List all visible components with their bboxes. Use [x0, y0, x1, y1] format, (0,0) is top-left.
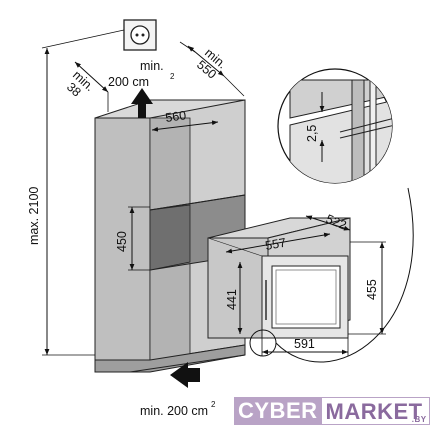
dimension-560 [151, 120, 219, 132]
dimension-455 [348, 241, 386, 335]
label-vent-top-sup: 2 [170, 72, 175, 81]
dimension-522 [305, 215, 351, 231]
label-441: 441 [225, 289, 239, 310]
dimension-591 [261, 338, 349, 356]
label-557: 557 [264, 236, 287, 253]
watermark-logo: CYBER MARKET .BY [234, 397, 430, 425]
label-591: 591 [294, 337, 315, 351]
watermark-market: MARKET .BY [321, 397, 430, 425]
label-vent-top-b: 200 cm [108, 75, 149, 89]
bottom-vent-arrow [170, 362, 200, 388]
label-560: 560 [164, 108, 187, 125]
label-vent-top-a: min. [140, 59, 164, 73]
label-gap-25: 2,5 [305, 125, 319, 142]
cabinet [94, 99, 246, 373]
dimension-557 [225, 232, 331, 254]
watermark-tld: .BY [411, 415, 427, 424]
dimension-min-38 [74, 61, 109, 112]
top-vent-arrow [131, 88, 153, 118]
dimension-max-height [41, 29, 125, 356]
dimension-min-550 [179, 41, 245, 97]
watermark-market-text: MARKET [325, 399, 423, 424]
detail-callout [249, 187, 414, 363]
label-450: 450 [115, 231, 129, 252]
label-vent-bottom: min. 200 cm [140, 404, 208, 418]
label-max-height: max. 2100 [27, 187, 41, 245]
detail-magnified [277, 68, 393, 184]
label-455: 455 [365, 279, 379, 300]
power-socket-icon [123, 19, 157, 51]
dimension-450 [128, 206, 150, 271]
label-vent-bottom-sup: 2 [211, 400, 216, 409]
watermark-cyber: CYBER [234, 397, 322, 425]
